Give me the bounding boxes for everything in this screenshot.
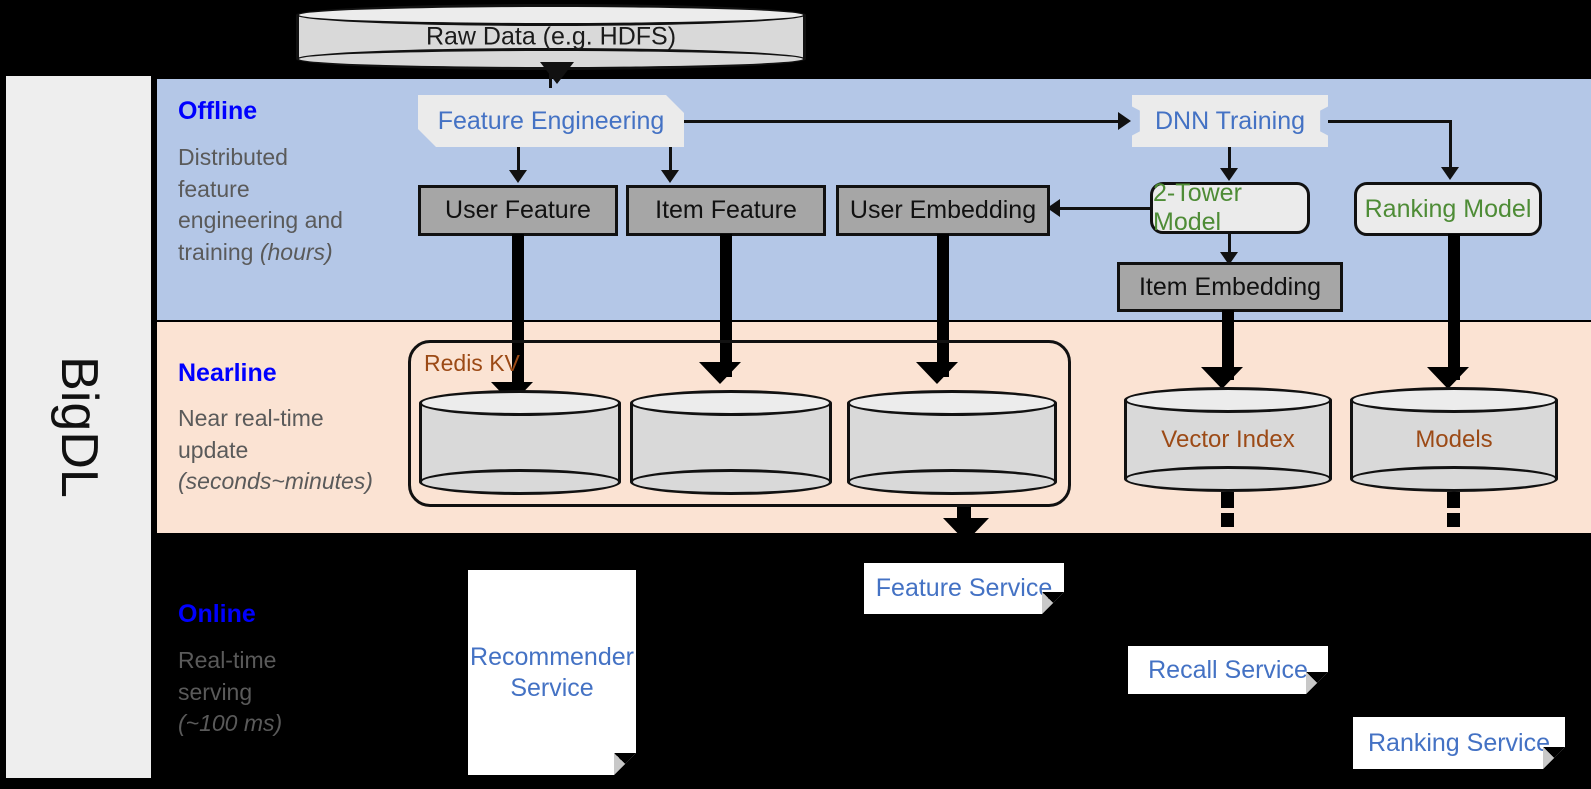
arrowhead-ranking-models bbox=[1427, 367, 1469, 389]
cylinder-bottom bbox=[1124, 466, 1332, 492]
arrowhead-itememb-vectorindex bbox=[1201, 367, 1243, 389]
offline-desc-italic: (hours) bbox=[259, 239, 333, 266]
online-desc-l2: serving bbox=[178, 678, 253, 705]
redis-store-3[interactable] bbox=[847, 390, 1057, 495]
item-embedding-label: Item Embedding bbox=[1138, 272, 1322, 301]
ranking-model-node[interactable]: Ranking Model bbox=[1354, 182, 1542, 236]
offline-description: Distributed feature engineering and trai… bbox=[178, 142, 393, 269]
vector-index-label: Vector Index bbox=[1161, 425, 1295, 453]
feature-service-label: Feature Service bbox=[875, 574, 1053, 603]
nearline-desc-italic: (seconds~minutes) bbox=[178, 468, 373, 495]
raw-data-cylinder: Raw Data (e.g. HDFS) bbox=[296, 4, 806, 70]
offline-desc-l3: engineering and bbox=[178, 207, 343, 234]
ranking-model-label: Ranking Model bbox=[1364, 194, 1532, 223]
nearline-desc-l2: update bbox=[178, 436, 249, 463]
connector-fe-itemfeature bbox=[669, 147, 672, 172]
recall-service-label: Recall Service bbox=[1148, 655, 1308, 684]
connector-dnn-ranking-h bbox=[1328, 120, 1452, 123]
bigdl-sidebar: BigDL bbox=[6, 76, 151, 778]
feature-engineering-label: Feature Engineering bbox=[437, 106, 665, 135]
online-desc-l1: Real-time bbox=[178, 647, 277, 673]
connector-dnn-twotower bbox=[1228, 147, 1231, 169]
connector-vectorindex-stub-2 bbox=[1221, 513, 1234, 527]
redis-store-2[interactable] bbox=[630, 390, 832, 495]
recommender-service-label-l2: Service bbox=[510, 673, 594, 702]
arrowhead-userembedding-store bbox=[916, 362, 958, 384]
feature-engineering-node[interactable]: Feature Engineering bbox=[418, 95, 684, 147]
cylinder-top bbox=[630, 390, 832, 416]
cylinder-top bbox=[1124, 387, 1332, 413]
cylinder-top bbox=[296, 4, 806, 26]
pipe-userfeature-store bbox=[512, 234, 524, 399]
arrowhead-fe-itemfeature bbox=[661, 170, 679, 183]
connector-dnn-ranking-v bbox=[1449, 120, 1452, 168]
cylinder-bottom bbox=[630, 469, 832, 495]
recommender-service-label-l1: Recommender bbox=[470, 643, 634, 671]
offline-desc-l2: feature bbox=[178, 175, 250, 202]
redis-kv-label: Redis KV bbox=[424, 350, 520, 376]
item-embedding-node[interactable]: Item Embedding bbox=[1117, 262, 1343, 312]
recall-service-node[interactable]: Recall Service bbox=[1128, 646, 1328, 694]
vector-index-cylinder[interactable]: Vector Index bbox=[1124, 387, 1332, 492]
offline-title: Offline bbox=[178, 97, 258, 125]
models-label: Models bbox=[1415, 425, 1493, 453]
connector-twotower-userembedding bbox=[1055, 207, 1153, 210]
cylinder-top bbox=[1350, 387, 1558, 413]
two-tower-model-node[interactable]: 2-Tower Model bbox=[1150, 179, 1310, 236]
arrowhead-redis-featureservice bbox=[943, 518, 989, 542]
offline-desc-l1: Distributed bbox=[178, 144, 288, 170]
connector-twotower-itememb bbox=[1228, 234, 1231, 256]
arrowhead-fe-dnn bbox=[1118, 112, 1131, 130]
online-desc-italic: (~100 ms) bbox=[178, 710, 283, 737]
cylinder-bottom bbox=[419, 469, 621, 495]
cylinder-top bbox=[419, 390, 621, 416]
user-embedding-node[interactable]: User Embedding bbox=[836, 185, 1050, 236]
user-embedding-label: User Embedding bbox=[849, 196, 1037, 224]
user-feature-label: User Feature bbox=[445, 196, 591, 224]
item-feature-node[interactable]: Item Feature bbox=[626, 185, 826, 236]
arrowhead-dnn-twotower bbox=[1220, 168, 1238, 181]
dnn-training-label: DNN Training bbox=[1154, 106, 1306, 135]
cylinder-top bbox=[847, 390, 1057, 416]
online-title: Online bbox=[178, 600, 256, 628]
connector-models-stub-1 bbox=[1447, 492, 1460, 508]
nearline-title: Nearline bbox=[178, 359, 277, 387]
cylinder-bottom bbox=[847, 469, 1057, 495]
two-tower-model-label: 2-Tower Model bbox=[1153, 179, 1242, 236]
arrowhead-rawdata-fe bbox=[540, 62, 574, 84]
nearline-description: Near real-time update (seconds~minutes) bbox=[178, 403, 413, 498]
arrowhead-twotower-itememb bbox=[1220, 252, 1238, 265]
user-feature-node[interactable]: User Feature bbox=[418, 185, 618, 236]
bigdl-label: BigDL bbox=[49, 356, 108, 498]
raw-data-label: Raw Data (e.g. HDFS) bbox=[425, 22, 677, 51]
redis-kv-container bbox=[408, 340, 1071, 507]
ranking-service-label: Ranking Service bbox=[1367, 728, 1551, 757]
pipe-ranking-models bbox=[1448, 234, 1460, 380]
pipe-itememb-vectorindex bbox=[1222, 310, 1234, 380]
arrowhead-itemfeature-store bbox=[699, 362, 741, 384]
dnn-training-node[interactable]: DNN Training bbox=[1132, 95, 1328, 147]
connector-fe-userfeature bbox=[517, 147, 520, 172]
feature-service-node[interactable]: Feature Service bbox=[864, 563, 1064, 614]
nearline-desc-l1: Near real-time bbox=[178, 405, 324, 431]
arrowhead-dnn-ranking bbox=[1441, 167, 1459, 180]
models-cylinder[interactable]: Models bbox=[1350, 387, 1558, 492]
item-feature-label: Item Feature bbox=[655, 196, 797, 224]
connector-vectorindex-stub-1 bbox=[1221, 492, 1234, 508]
ranking-service-node[interactable]: Ranking Service bbox=[1353, 717, 1565, 769]
online-description: Real-time serving (~100 ms) bbox=[178, 645, 398, 740]
redis-store-1[interactable] bbox=[419, 390, 621, 495]
arrowhead-fe-userfeature bbox=[509, 170, 527, 183]
recommender-service-node[interactable]: Recommender Service bbox=[468, 570, 636, 775]
offline-desc-l4: training bbox=[178, 239, 260, 266]
arrowhead-twotower-userembedding bbox=[1047, 199, 1060, 217]
cylinder-bottom bbox=[1350, 466, 1558, 492]
connector-fe-dnn bbox=[684, 120, 1120, 123]
connector-models-stub-2 bbox=[1447, 513, 1460, 527]
